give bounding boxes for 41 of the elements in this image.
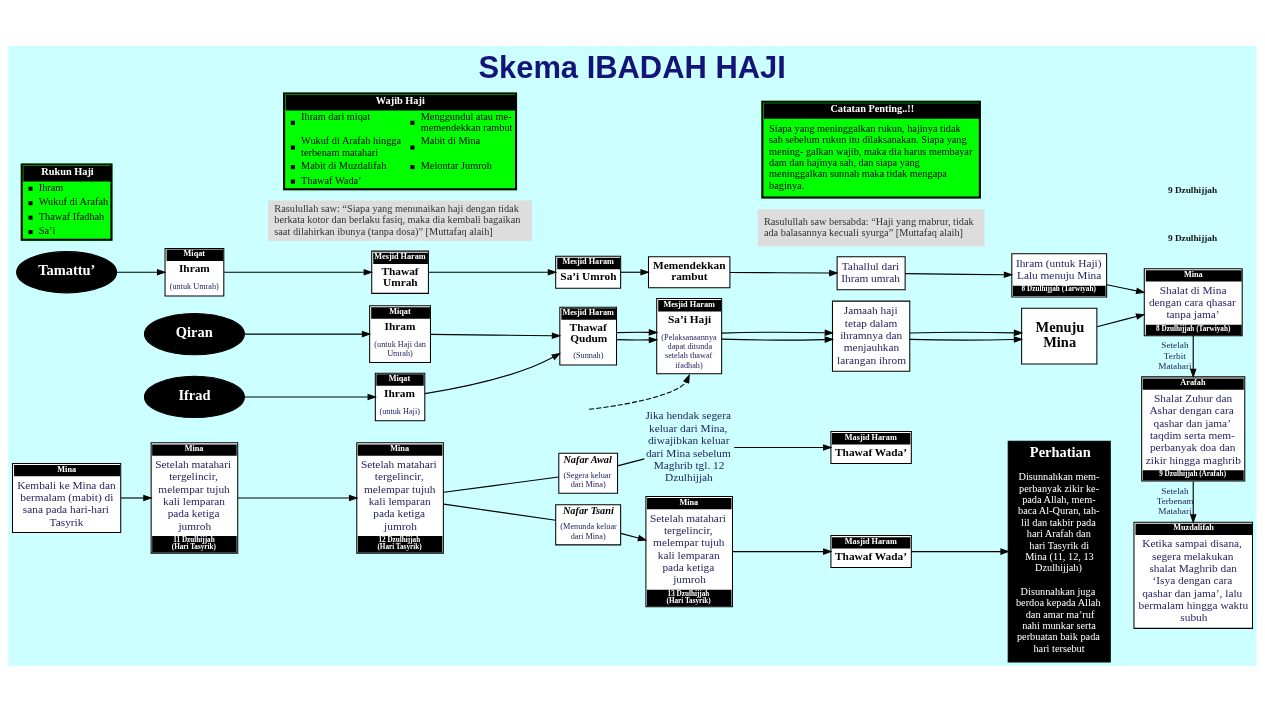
- arrow: [1189, 480, 1197, 524]
- arrow: [721, 328, 835, 336]
- label: Rasulullah saw bersabda: “Haji yang mabrur, tidak ada balasannya kecuali syurga” [Muttafaq alaih]: [763, 215, 974, 238]
- arrow: [1096, 312, 1146, 327]
- edge-label: Setelah Terbenam Matahari: [1156, 485, 1194, 516]
- connector: [443, 503, 557, 521]
- label: 9 Dzulhijjah: [1167, 184, 1218, 195]
- arrow: [904, 270, 1014, 278]
- arrow: [733, 443, 833, 451]
- arrow: [120, 494, 153, 501]
- arrow: [116, 268, 167, 276]
- arrow: [1106, 283, 1146, 294]
- connector: [617, 457, 645, 466]
- arrow: [620, 268, 650, 276]
- arrow: [424, 352, 562, 394]
- connector: [443, 476, 560, 493]
- arrow: [237, 494, 359, 501]
- arrow: [732, 547, 833, 555]
- arrow: [620, 532, 648, 541]
- node-ellipse: Tamattu’: [16, 250, 118, 293]
- arrow: [243, 393, 378, 400]
- node-ellipse: Ifrad: [143, 375, 245, 418]
- arrow: [1189, 334, 1197, 378]
- arrow: [588, 373, 690, 410]
- arrow: [223, 268, 374, 276]
- arrow: [616, 328, 659, 336]
- arrow: [721, 335, 835, 343]
- arrow: [430, 331, 562, 339]
- arrow: [909, 328, 1024, 336]
- edge-label: Setelah Terbit Matahari: [1158, 339, 1192, 371]
- arrow: [909, 335, 1024, 343]
- arrow: [729, 269, 839, 276]
- diagram-title: Skema IBADAH HAJI: [478, 49, 786, 85]
- label: 9 Dzulhijjah: [1167, 232, 1218, 242]
- arrow: [243, 330, 372, 337]
- label: Rasulullah saw: “Siapa yang menunaikan haji dengan tidak berkata kotor dan berlaku fasiq, maka dia kembali bagaikan saat dilahirkan ibunya (tanpa dosa)” [Muttafaq alaih]: [274, 202, 521, 237]
- arrow: [616, 336, 659, 343]
- arrow: [427, 268, 558, 276]
- arrow: [911, 547, 1010, 555]
- node-ellipse: Qiran: [143, 312, 245, 355]
- node-text: Jika hendak segera keluar dari Mina, diwajibkan keluar dari Mina sebelum Maghrib tgl. 12 Dzulhijjah: [645, 408, 731, 483]
